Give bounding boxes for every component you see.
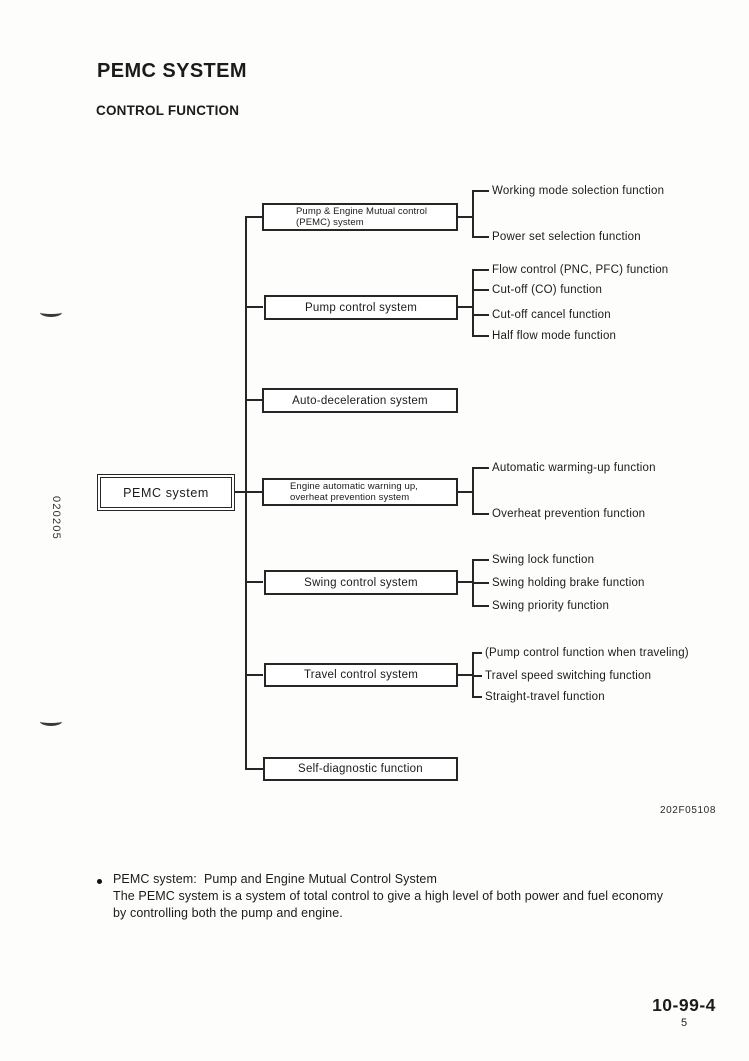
node-pemc-system-root: PEMC system bbox=[97, 474, 235, 511]
scan-artifact-mark bbox=[40, 717, 62, 726]
leaf-power-set-selection: Power set selection function bbox=[492, 231, 641, 243]
figure-code: 202F05108 bbox=[659, 805, 716, 816]
node-engine-warmup-overheat-system: Engine automatic warning up, overheat pr… bbox=[262, 478, 458, 506]
leaf-pump-control-when-traveling: (Pump control function when traveling) bbox=[485, 647, 689, 659]
note-body-line1: The PEMC system is a system of total con… bbox=[113, 889, 664, 903]
node-travel-control-system: Travel control system bbox=[264, 663, 458, 687]
branch-tick-line bbox=[472, 675, 482, 677]
branch-stub-line bbox=[458, 216, 474, 218]
branch-stub-line bbox=[458, 306, 474, 308]
margin-print-code: 020205 bbox=[50, 496, 62, 540]
leaf-swing-priority: Swing priority function bbox=[492, 600, 610, 612]
branch-tick-line bbox=[472, 696, 482, 698]
leaf-cut-off: Cut-off (CO) function bbox=[492, 284, 603, 296]
node-label: Travel control system bbox=[303, 669, 419, 681]
node-label: Self-diagnostic function bbox=[298, 763, 423, 775]
tree-stub-line bbox=[245, 674, 263, 676]
branch-bracket-line bbox=[472, 269, 474, 337]
branch-tick-line bbox=[472, 605, 489, 607]
branch-tick-line bbox=[472, 190, 489, 192]
node-label-line1: Pump & Engine Mutual control bbox=[296, 206, 428, 217]
node-self-diagnostic-function: Self-diagnostic function bbox=[263, 757, 458, 781]
branch-tick-line bbox=[472, 269, 489, 271]
node-label: Auto-deceleration system bbox=[292, 394, 428, 407]
branch-tick-line bbox=[472, 289, 489, 291]
branch-tick-line bbox=[472, 236, 489, 238]
leaf-cut-off-cancel: Cut-off cancel function bbox=[492, 309, 611, 321]
node-label-line2: (PEMC) system bbox=[296, 217, 364, 228]
branch-tick-line bbox=[472, 652, 482, 654]
leaf-overheat-prevention: Overheat prevention function bbox=[492, 508, 646, 520]
tree-stub-line bbox=[245, 399, 263, 401]
page-number: 10-99-4 bbox=[652, 995, 716, 1015]
note-body-line2: by controlling both the pump and engine. bbox=[113, 906, 343, 920]
node-label: PEMC system bbox=[100, 477, 232, 508]
branch-tick-line bbox=[472, 559, 489, 561]
leaf-travel-speed-switching: Travel speed switching function bbox=[485, 670, 652, 682]
leaf-swing-lock: Swing lock function bbox=[492, 554, 595, 566]
page-sub-number: 5 bbox=[680, 1017, 688, 1029]
branch-stub-line bbox=[458, 491, 474, 493]
branch-tick-line bbox=[472, 467, 489, 469]
branch-tick-line bbox=[472, 335, 489, 337]
leaf-working-mode-selection: Working mode solection function bbox=[492, 185, 665, 197]
branch-bracket-line bbox=[472, 190, 474, 238]
node-label: Pump control system bbox=[304, 301, 418, 314]
branch-tick-line bbox=[472, 582, 489, 584]
node-label-line1: Engine automatic warning up, bbox=[290, 481, 418, 492]
tree-stub-line bbox=[245, 768, 263, 770]
node-pump-control-system: Pump control system bbox=[264, 295, 458, 320]
branch-stub-line bbox=[458, 674, 474, 676]
node-swing-control-system: Swing control system bbox=[264, 570, 458, 595]
leaf-flow-control: Flow control (PNC, PFC) function bbox=[492, 264, 669, 276]
section-title: CONTROL FUNCTION bbox=[96, 103, 240, 118]
tree-stub-line bbox=[245, 216, 263, 218]
page-title: PEMC SYSTEM bbox=[97, 60, 247, 82]
node-auto-deceleration-system: Auto-deceleration system bbox=[262, 388, 458, 413]
branch-bracket-line bbox=[472, 467, 474, 515]
tree-root-connector-line bbox=[235, 491, 263, 493]
tree-stub-line bbox=[245, 581, 263, 583]
scan-artifact-mark bbox=[40, 308, 62, 317]
node-label-line2: overheat prevention system bbox=[290, 492, 410, 503]
leaf-half-flow-mode: Half flow mode function bbox=[492, 330, 617, 342]
branch-tick-line bbox=[472, 513, 489, 515]
branch-stub-line bbox=[458, 581, 474, 583]
leaf-swing-holding-brake: Swing holding brake function bbox=[492, 577, 645, 589]
tree-stub-line bbox=[245, 306, 263, 308]
branch-tick-line bbox=[472, 314, 489, 316]
node-pemc-mutual-control: Pump & Engine Mutual control (PEMC) syst… bbox=[262, 203, 458, 231]
leaf-straight-travel: Straight-travel function bbox=[485, 691, 605, 703]
tree-trunk-line bbox=[245, 216, 247, 770]
note-title: PEMC system: Pump and Engine Mutual Cont… bbox=[113, 872, 437, 886]
leaf-automatic-warming-up: Automatic warming-up function bbox=[492, 462, 656, 474]
bullet-icon bbox=[97, 879, 102, 884]
node-label: Swing control system bbox=[304, 576, 418, 589]
